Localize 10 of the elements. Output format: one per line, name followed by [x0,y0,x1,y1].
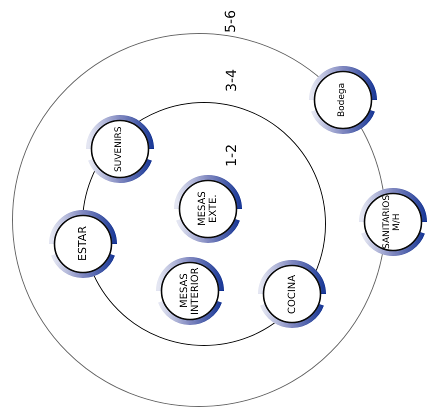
zone-label: 3-4 [224,68,240,92]
zone-label: 5-6 [224,10,239,32]
space-name: COCINA [286,273,298,316]
space-name: MESAS EXTE. [197,190,219,228]
zone-label: 1-2 [224,144,240,166]
space-name: MESAS INTERIOR [179,267,201,315]
space-name: SANITARIOS M/H [383,194,403,250]
space-name: Bodega [338,82,348,120]
space-name: SUVENIRS [115,125,125,174]
space-name: ESTAR [77,225,90,264]
